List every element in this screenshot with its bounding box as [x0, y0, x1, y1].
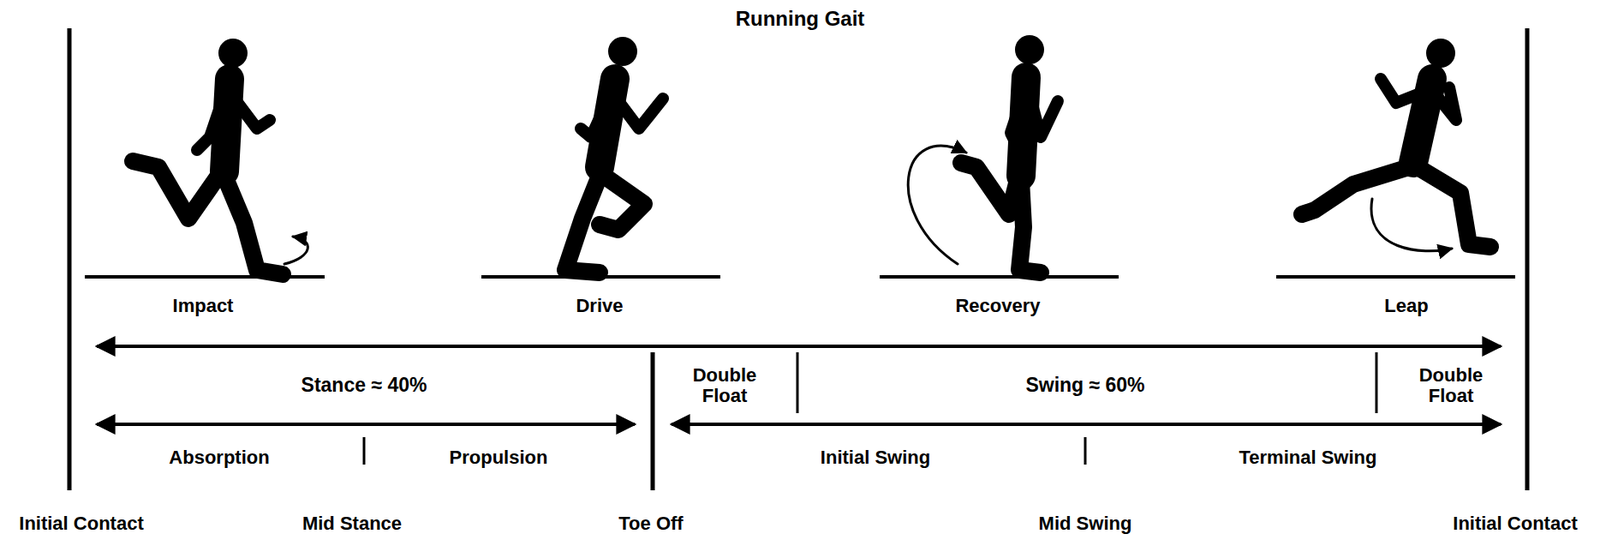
- runner-head: [1426, 38, 1456, 68]
- phase-name: Impact: [173, 295, 234, 317]
- phase-name: Leap: [1384, 295, 1428, 317]
- diagram-title: Running Gait: [735, 7, 866, 30]
- runner-leg: [132, 161, 219, 219]
- event-label: Initial Contact: [18, 513, 144, 534]
- phase-dividers: [69, 28, 1528, 490]
- period-label: Stance ≈ 40%: [301, 374, 428, 396]
- ground-line: [1276, 274, 1516, 279]
- runner-arm: [1432, 87, 1457, 120]
- runner-leg: [1417, 167, 1491, 247]
- runner-arm: [580, 95, 610, 138]
- period-label: Double Float: [1412, 364, 1490, 406]
- runner-head: [218, 38, 248, 68]
- event-label: Toe Off: [618, 513, 683, 534]
- subphase-label: Terminal Swing: [1239, 447, 1378, 468]
- runner-head: [608, 36, 638, 66]
- subphase-label: Propulsion: [449, 447, 549, 468]
- runner-leap: [1301, 38, 1491, 251]
- runner-leg: [224, 175, 283, 275]
- runner-arm: [231, 94, 270, 129]
- swing-arrow: [671, 422, 1501, 426]
- cycle-arrow: [96, 344, 1501, 348]
- divider-line: [1084, 436, 1087, 465]
- motion-arrow: [907, 145, 967, 264]
- motion-arrow: [1371, 198, 1452, 251]
- stance-arrow: [96, 422, 635, 426]
- ground-line: [879, 274, 1119, 279]
- runner-arm: [613, 94, 663, 129]
- runner-head: [1014, 35, 1045, 65]
- runner-leg: [1301, 167, 1409, 215]
- phase-name: Recovery: [955, 295, 1040, 317]
- runner-impact: [132, 38, 308, 275]
- divider-line: [1525, 28, 1530, 490]
- motion-arrow: [284, 236, 308, 264]
- runner-arm: [197, 94, 225, 150]
- divider-line: [1375, 352, 1379, 413]
- runner-arm: [1380, 78, 1429, 103]
- event-label: Mid Swing: [1038, 513, 1133, 534]
- runner-arm: [1029, 94, 1058, 138]
- divider-line: [796, 352, 800, 413]
- divider-line: [650, 352, 656, 490]
- runner-recovery: [907, 35, 1058, 273]
- subphase-label: Initial Swing: [820, 447, 931, 468]
- divider-line: [363, 436, 366, 465]
- period-label: Swing ≈ 60%: [1025, 374, 1145, 396]
- period-label: Double Float: [686, 364, 764, 406]
- divider-line: [67, 28, 72, 490]
- runner-drive: [565, 36, 663, 273]
- ground-lines: [84, 274, 1516, 279]
- phase-name: Drive: [575, 295, 623, 317]
- runner-leg: [961, 162, 1018, 215]
- runner-leg: [599, 175, 645, 230]
- event-label: Initial Contact: [1452, 513, 1577, 534]
- span-arrows: [96, 346, 1501, 424]
- runner-arm: [1010, 94, 1024, 150]
- subphase-label: Absorption: [168, 447, 269, 468]
- event-label: Mid Stance: [302, 513, 402, 534]
